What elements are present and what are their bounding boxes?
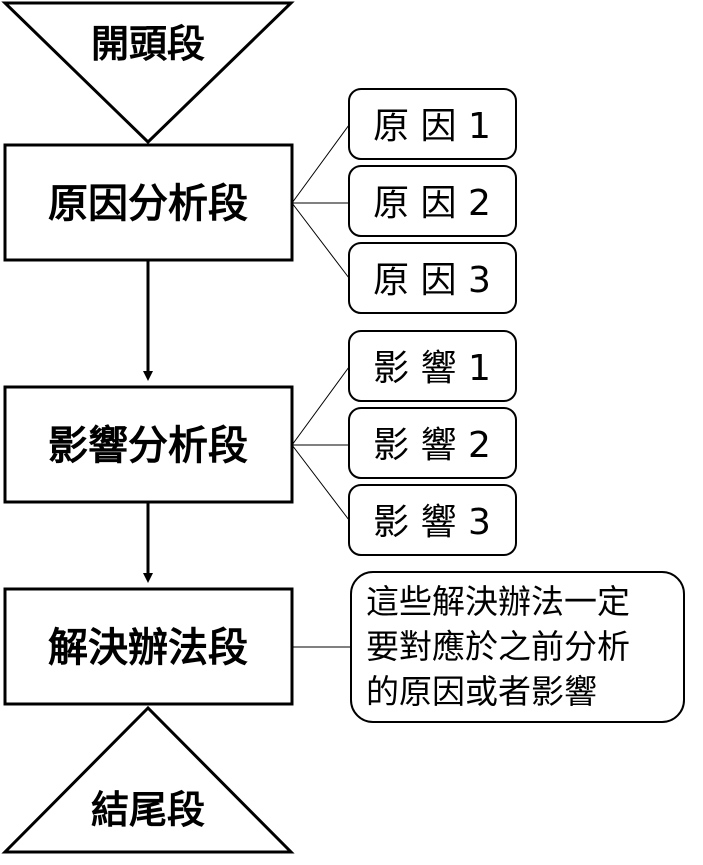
impact-stage-label: 影響分析段	[48, 423, 248, 469]
cause-item-label: 原 因 2	[373, 183, 491, 224]
cause-connectors	[291, 124, 350, 279]
start-triangle: 開頭段	[1, 1, 295, 145]
cause-stage-box: 原因分析段	[3, 143, 294, 262]
cause-stage-label: 原因分析段	[48, 181, 248, 227]
impact-stage-box: 影響分析段	[3, 385, 294, 504]
cause-item-3: 原 因 3	[348, 242, 517, 314]
cause-item-label: 原 因 1	[373, 106, 491, 147]
cause-item-2: 原 因 2	[348, 165, 517, 237]
end-label: 結尾段	[91, 788, 205, 832]
note-line-3: 的原因或者影響	[366, 672, 597, 711]
impact-item-3: 影 響 3	[348, 484, 517, 556]
solution-stage-box: 解決辦法段	[3, 587, 294, 706]
impact-item-label: 影 響 2	[373, 425, 491, 466]
end-triangle: 結尾段	[1, 705, 295, 854]
impact-item-1: 影 響 1	[348, 330, 517, 402]
cause-item-label: 原 因 3	[373, 260, 491, 301]
note-line-1: 這些解決辦法一定	[366, 582, 630, 621]
solution-stage-label: 解決辦法段	[48, 625, 248, 671]
impact-item-2: 影 響 2	[348, 407, 517, 479]
impact-connectors	[291, 366, 350, 521]
start-label: 開頭段	[91, 22, 205, 66]
impact-item-label: 影 響 3	[373, 502, 491, 543]
note-line-2: 要對應於之前分析	[366, 627, 630, 666]
impact-item-label: 影 響 1	[373, 348, 491, 389]
cause-item-1: 原 因 1	[348, 88, 517, 160]
note-box: 這些解決辦法一定 要對應於之前分析 的原因或者影響	[350, 571, 685, 723]
